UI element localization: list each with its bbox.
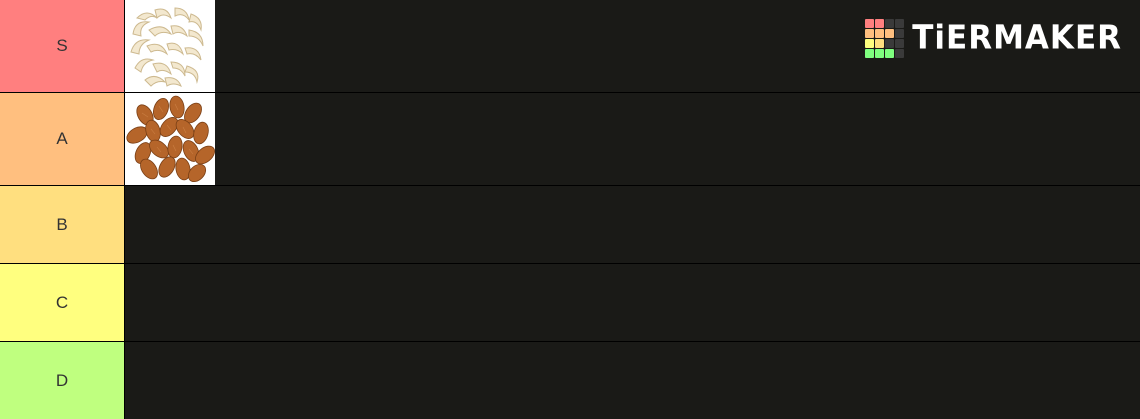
almond-nuts-image[interactable]: [125, 93, 215, 185]
logo-cell: [865, 49, 875, 58]
cashew-nuts-image[interactable]: [125, 0, 215, 92]
logo-cell: [875, 39, 885, 48]
tier-label-a[interactable]: A: [0, 93, 124, 185]
tiermaker-wordmark: TiERMAKER: [912, 19, 1122, 57]
logo-cell: [885, 19, 895, 28]
tier-row-a: A: [0, 93, 1140, 185]
logo-cell: [885, 39, 895, 48]
tier-items-s[interactable]: [125, 0, 1140, 92]
logo-cell: [865, 39, 875, 48]
almond-nuts-illustration: [125, 93, 215, 185]
logo-cell: [875, 19, 885, 28]
tier-label-s[interactable]: S: [0, 0, 124, 92]
logo-cell: [895, 49, 905, 58]
logo-cell: [875, 29, 885, 38]
tier-items-c[interactable]: [125, 264, 1140, 341]
tiermaker-logo[interactable]: TiERMAKER: [865, 19, 1122, 58]
tier-items-b[interactable]: [125, 186, 1140, 263]
tier-label-d[interactable]: D: [0, 342, 124, 419]
logo-cell: [875, 49, 885, 58]
logo-cell: [895, 39, 905, 48]
logo-cell: [885, 49, 895, 58]
tier-items-d[interactable]: [125, 342, 1140, 419]
tier-items-a[interactable]: [125, 93, 1140, 185]
tier-row-c: C: [0, 264, 1140, 341]
logo-cell: [865, 29, 875, 38]
cashew-nuts-illustration: [125, 0, 215, 92]
tier-row-s: S: [0, 0, 1140, 92]
tiermaker-logo-grid-icon: [865, 19, 905, 58]
tier-row-b: B: [0, 186, 1140, 263]
tier-label-c[interactable]: C: [0, 264, 124, 341]
logo-cell: [895, 19, 905, 28]
logo-cell: [885, 29, 895, 38]
logo-cell: [865, 19, 875, 28]
logo-cell: [895, 29, 905, 38]
tier-row-d: D: [0, 342, 1140, 419]
tier-label-b[interactable]: B: [0, 186, 124, 263]
